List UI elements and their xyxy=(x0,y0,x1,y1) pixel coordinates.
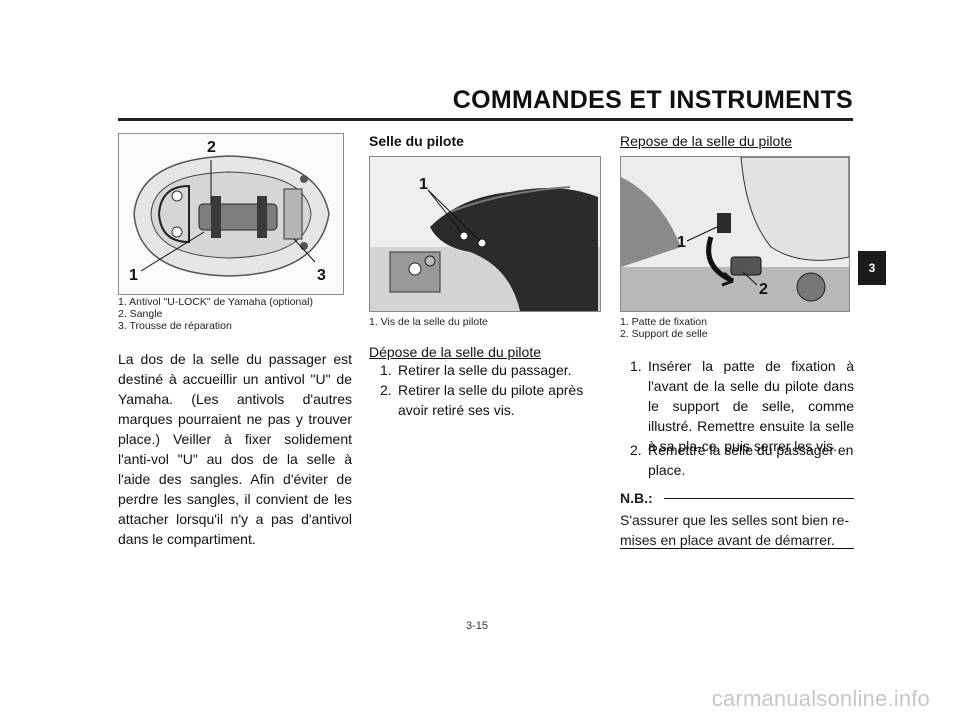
removal-step-1: 1. Retirer la selle du passager. xyxy=(380,360,602,380)
step-number: 1. xyxy=(630,358,642,374)
installation-step-1: 1. Insérer la patte de fixation à l'avan… xyxy=(630,356,854,456)
step-number: 1. xyxy=(380,362,392,378)
u-lock-paragraph: La dos de la selle du passager est desti… xyxy=(118,351,352,547)
subsection-title-removal: Dépose de la selle du pilote xyxy=(369,344,542,360)
step-text: Remettre la selle du passager en place. xyxy=(648,442,854,478)
figure1-callout-2: 2 xyxy=(207,139,216,156)
figure3-callout-1: 1 xyxy=(677,234,686,251)
note-bottom-rule xyxy=(620,548,854,549)
step-text: Retirer la selle du passager. xyxy=(398,362,572,378)
caption-line: 2. Support de selle xyxy=(620,328,708,340)
installation-step-2: 2. Remettre la selle du passager en plac… xyxy=(630,440,854,480)
page-number: 3-15 xyxy=(466,620,489,632)
section-header-title: COMMANDES ET INSTRUMENTS xyxy=(452,86,853,114)
figure3-caption: 1. Patte de fixation 2. Support de selle xyxy=(620,316,708,340)
section-title-rider-seat: Selle du pilote xyxy=(369,133,464,149)
note-text: S'assurer que les selles sont bien re-mi… xyxy=(620,512,850,548)
figure1-callout-3: 3 xyxy=(317,267,326,284)
caption-line: 1. Vis de la selle du pilote xyxy=(369,316,488,328)
header-rule xyxy=(118,118,853,121)
note-rule xyxy=(664,498,854,499)
step-number: 2. xyxy=(630,442,642,458)
figure2-callout-1: 1 xyxy=(419,176,428,193)
figure1-caption: 1. Antivol "U-LOCK" de Yamaha (optional)… xyxy=(118,296,313,332)
step-text: Retirer la selle du pilote après avoir r… xyxy=(398,382,584,418)
figure-passenger-seat-underside: 2 1 3 xyxy=(118,133,344,295)
figure3-callout-2: 2 xyxy=(759,281,768,298)
figure1-callout-1: 1 xyxy=(129,267,138,284)
caption-line: 1. Patte de fixation xyxy=(620,316,707,328)
step-text: Insérer la patte de fixation à l'avant d… xyxy=(648,358,854,454)
step-number: 2. xyxy=(380,382,392,398)
removal-step-2: 2. Retirer la selle du pilote après avoi… xyxy=(380,380,602,420)
figure-seat-bracket: 1 2 xyxy=(620,156,850,312)
chapter-tab: 3 xyxy=(858,251,886,285)
caption-line: 3. Trousse de réparation xyxy=(118,320,232,332)
figure-rider-seat-bolts: 1 xyxy=(369,156,601,312)
caption-line: 1. Antivol "U-LOCK" de Yamaha (optional) xyxy=(118,296,313,308)
watermark: carmanualsonline.info xyxy=(711,686,930,711)
note-label: N.B.: xyxy=(620,490,653,506)
caption-line: 2. Sangle xyxy=(118,308,163,320)
figure2-caption: 1. Vis de la selle du pilote xyxy=(369,316,488,328)
subsection-title-installation: Repose de la selle du pilote xyxy=(620,133,793,149)
